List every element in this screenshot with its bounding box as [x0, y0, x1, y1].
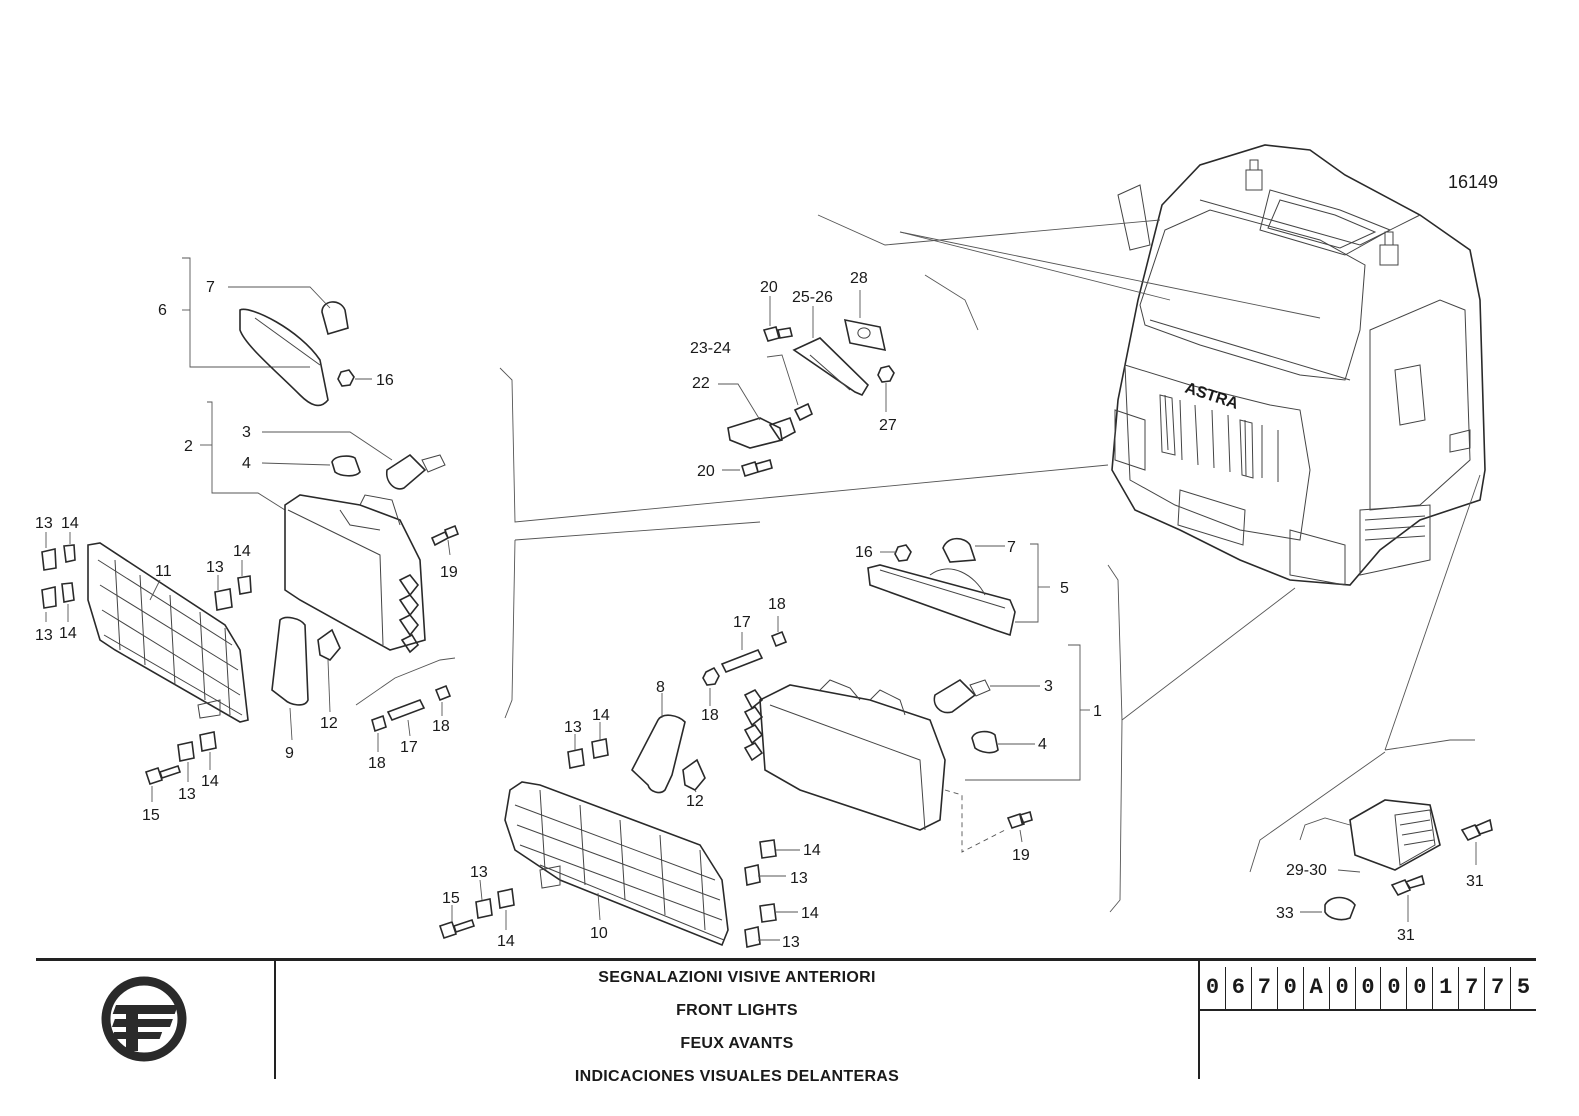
title-italian: SEGNALAZIONI VISIVE ANTERIORI — [598, 969, 876, 986]
cab-brand-text: ASTRA — [1183, 380, 1241, 413]
callout-22: 22 — [692, 375, 710, 392]
license-plate-light-assembly — [718, 290, 895, 478]
callout-29-30: 29-30 — [1286, 862, 1327, 879]
drawing-code-char: 5 — [1510, 967, 1536, 1009]
drawing-code-char: 1 — [1432, 967, 1458, 1009]
drawing-code: 0 6 7 0 A 0 0 0 0 1 7 7 5 — [1200, 967, 1536, 1011]
callout-31: 31 — [1397, 927, 1415, 944]
callout-28: 28 — [850, 270, 868, 287]
callout-14: 14 — [201, 773, 219, 790]
callout-14: 14 — [497, 933, 515, 950]
logo-cell — [36, 961, 276, 1079]
callout-9: 9 — [285, 745, 294, 762]
callout-17: 17 — [733, 614, 751, 631]
callout-13: 13 — [564, 719, 582, 736]
drawing-code-char: 7 — [1458, 967, 1484, 1009]
drawing-code-char: 7 — [1484, 967, 1510, 1009]
drawing-code-char: 0 — [1276, 967, 1303, 1009]
callout-15: 15 — [442, 890, 460, 907]
callout-16: 16 — [376, 372, 394, 389]
callout-4: 4 — [1038, 736, 1047, 753]
callout-12: 12 — [320, 715, 338, 732]
callout-13: 13 — [35, 627, 53, 644]
callout-8: 8 — [656, 679, 665, 696]
callout-14: 14 — [592, 707, 610, 724]
callout-13: 13 — [470, 864, 488, 881]
callout-16: 16 — [855, 544, 873, 561]
drawing-code-char: 0 — [1406, 967, 1432, 1009]
title-spanish: INDICACIONES VISUALES DELANTERAS — [574, 1068, 900, 1085]
callout-15: 15 — [142, 807, 160, 824]
callout-4: 4 — [242, 455, 251, 472]
drawing-code-char: 0 — [1328, 967, 1355, 1009]
callout-5: 5 — [1060, 580, 1069, 597]
callout-27: 27 — [879, 417, 897, 434]
figure-number: 16149 — [1448, 172, 1498, 192]
drawing-code-char: 0 — [1380, 967, 1406, 1009]
cab-leader-lines — [499, 214, 1481, 913]
callout-11: 11 — [155, 563, 172, 580]
callout-labels: 16149 6 7 16 2 3 4 13 14 13 14 11 13 14 … — [35, 172, 1498, 951]
callout-14: 14 — [803, 842, 821, 859]
callout-10: 10 — [590, 925, 608, 942]
callout-18: 18 — [368, 755, 386, 772]
drawing-code-char: 7 — [1250, 967, 1277, 1009]
callout-3: 3 — [1044, 678, 1053, 695]
callout-18: 18 — [701, 707, 719, 724]
callout-7: 7 — [1007, 539, 1016, 556]
callout-19: 19 — [440, 564, 458, 581]
callout-14: 14 — [61, 515, 79, 532]
callout-14: 14 — [59, 625, 77, 642]
callout-2: 2 — [184, 438, 193, 455]
left-light-assembly — [41, 257, 460, 802]
callout-13: 13 — [178, 786, 196, 803]
callout-33: 33 — [1276, 905, 1294, 922]
callout-12: 12 — [686, 793, 704, 810]
callout-1: 1 — [1093, 703, 1102, 720]
drawing-code-char: 6 — [1224, 967, 1251, 1009]
truck-cab-illustration: ASTRA — [1111, 144, 1486, 586]
callout-19: 19 — [1012, 847, 1030, 864]
callout-13: 13 — [35, 515, 53, 532]
callout-14: 14 — [801, 905, 819, 922]
callout-23-24: 23-24 — [690, 340, 731, 357]
callout-31: 31 — [1466, 873, 1484, 890]
callout-14: 14 — [233, 543, 251, 560]
side-marker-lamp-assembly — [1299, 799, 1493, 922]
title-english: FRONT LIGHTS — [676, 1002, 798, 1019]
company-logo-icon — [101, 976, 187, 1062]
drawing-code-char: A — [1302, 967, 1329, 1009]
callout-7: 7 — [206, 279, 215, 296]
callout-18: 18 — [432, 718, 450, 735]
callout-17: 17 — [400, 739, 418, 756]
title-text-block: SEGNALAZIONI VISIVE ANTERIORI FRONT LIGH… — [276, 961, 1200, 1085]
callout-25-26: 25-26 — [792, 289, 833, 306]
callout-13: 13 — [790, 870, 808, 887]
callout-18: 18 — [768, 596, 786, 613]
callout-3: 3 — [242, 424, 251, 441]
callout-13: 13 — [782, 934, 800, 951]
drawing-code-char: 0 — [1354, 967, 1381, 1009]
callout-13: 13 — [206, 559, 224, 576]
callout-20: 20 — [760, 279, 778, 296]
right-light-assembly — [438, 537, 1090, 948]
title-block: SEGNALAZIONI VISIVE ANTERIORI FRONT LIGH… — [36, 958, 1536, 1085]
callout-20: 20 — [697, 463, 715, 480]
drawing-code-char: 0 — [1205, 975, 1220, 1000]
title-french: FEUX AVANTS — [680, 1035, 794, 1052]
callout-6: 6 — [158, 302, 167, 319]
